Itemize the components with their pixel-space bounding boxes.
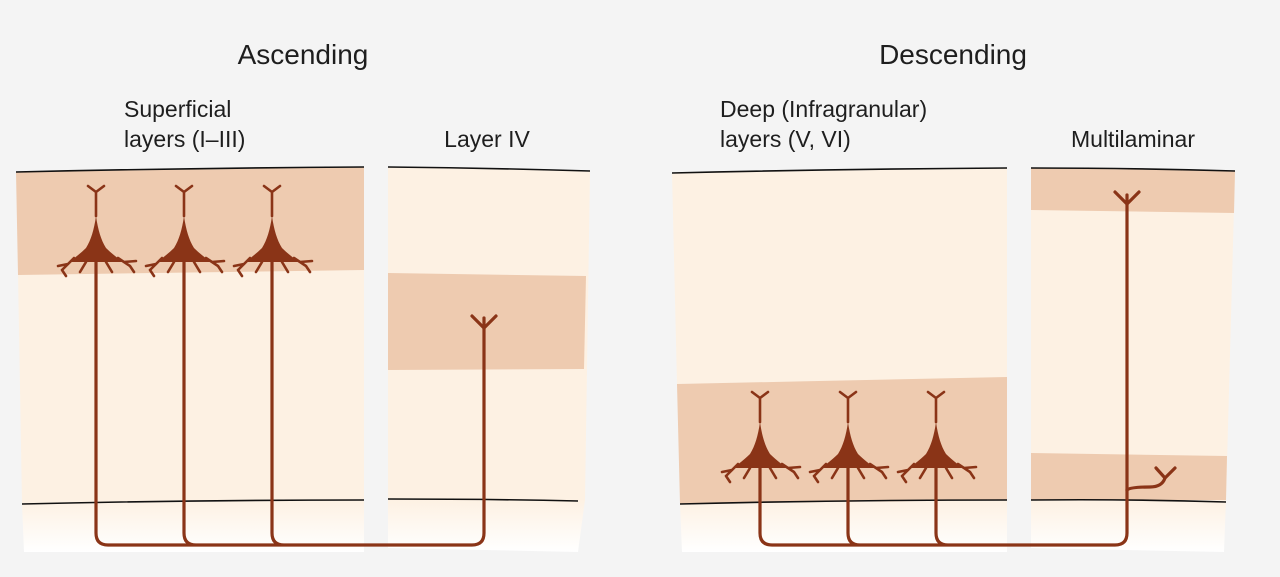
pial-surface-line [15, 166, 365, 173]
deep-label-line1: Deep (Infragranular) [720, 96, 927, 122]
ascending-panel: Ascending Superficial layers (I–III) Lay… [15, 39, 591, 552]
white-matter-line [21, 499, 365, 505]
column-light-layer [1031, 168, 1235, 500]
multilaminar-label: Multilaminar [1071, 126, 1195, 152]
ascending-axon-bundle [94, 243, 486, 547]
layer4-axon-terminal [470, 314, 498, 330]
multilaminar-bottom-axon-terminal [1154, 466, 1177, 480]
column-light-layer [18, 270, 364, 504]
pial-surface-line [671, 167, 1008, 174]
superficial-column [15, 166, 365, 552]
multilaminar-top-axon-terminal [1113, 190, 1141, 206]
column-fade-bottom [388, 500, 585, 552]
multilaminar-bottom-band [1031, 453, 1227, 500]
descending-panel: Descending Deep (Infragranular) layers (… [671, 39, 1236, 552]
white-matter-line [679, 499, 1008, 505]
deep-label-line2: layers (V, VI) [720, 126, 851, 152]
ascending-title: Ascending [238, 39, 369, 70]
deep-column [671, 167, 1008, 552]
white-matter-line [387, 498, 579, 502]
superficial-label-line2: layers (I–III) [124, 126, 245, 152]
column-light-layer [672, 168, 1007, 384]
multilaminar-top-band [1031, 168, 1235, 213]
multilaminar-collateral-branch [1125, 476, 1167, 492]
multilaminar-column [1030, 167, 1236, 552]
pial-surface-line [387, 166, 591, 172]
pial-surface-line [1030, 167, 1236, 172]
white-matter-line [1030, 498, 1227, 503]
layer4-label: Layer IV [444, 126, 530, 152]
deep-layer-band [677, 377, 1007, 504]
layer4-column [387, 166, 591, 552]
layer4-band [388, 273, 586, 370]
descending-title: Descending [879, 39, 1027, 70]
column-fade-bottom [22, 500, 364, 552]
superficial-label-line1: Superficial [124, 96, 231, 122]
descending-axon-bundle [758, 193, 1129, 547]
